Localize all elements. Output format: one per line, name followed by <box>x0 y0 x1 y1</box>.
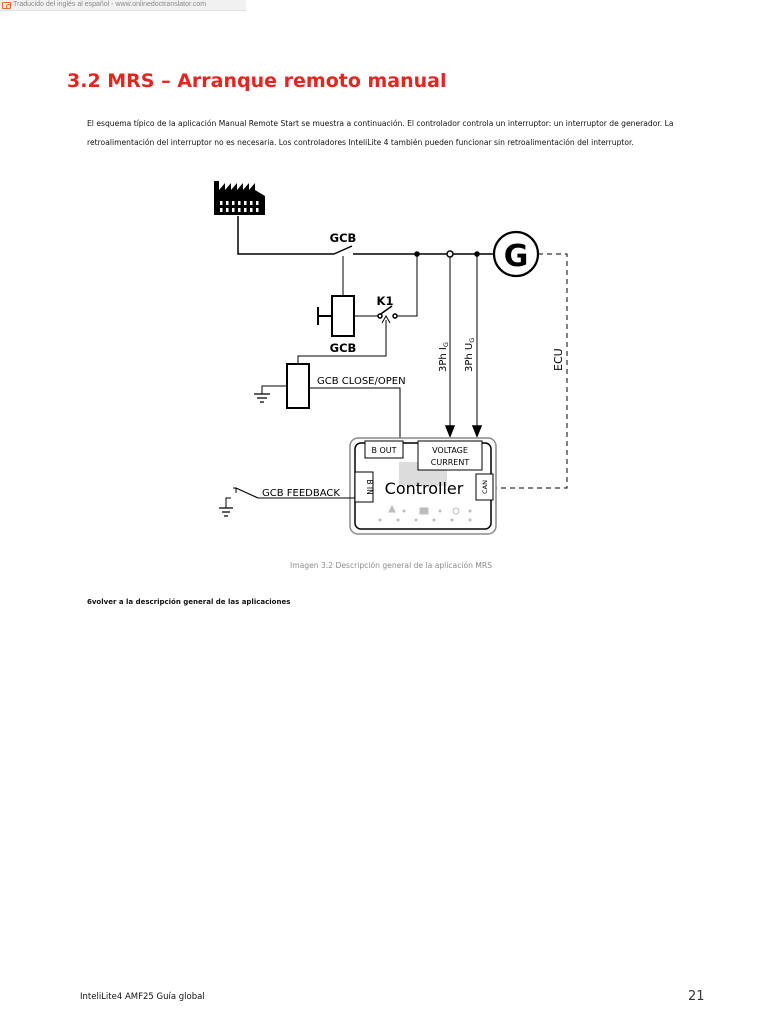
arrow-down-icon <box>444 425 456 439</box>
b-in-label: B IN <box>365 479 374 494</box>
b-out-label: B OUT <box>371 446 396 455</box>
junction-dot <box>474 251 480 257</box>
voltage-label: VOLTAGE <box>432 446 468 455</box>
gcb-coil-icon <box>331 295 355 337</box>
controller-buttons <box>378 504 472 522</box>
ground-icon <box>219 507 233 517</box>
can-terminal <box>475 473 494 501</box>
gcb-feedback-label: GCB FEEDBACK <box>262 488 340 499</box>
ecu-can-line <box>493 253 568 489</box>
arrow-down-icon <box>471 425 483 439</box>
translator-banner-text[interactable]: Traducido del inglés al español - www.on… <box>13 1 207 8</box>
coil-ground-wire <box>261 385 287 394</box>
translator-logo-icon <box>2 1 11 9</box>
voltage-current-terminal <box>417 440 483 471</box>
page-number: 21 <box>688 989 705 1004</box>
k1-relay-coil-icon <box>286 363 310 409</box>
feedback-switch <box>235 487 259 499</box>
k1-label: K1 <box>377 294 394 308</box>
gcb-close-open-label: GCB CLOSE/OPEN <box>317 376 406 387</box>
footer-document-name: InteliLite4 AMF25 Guía global <box>80 992 205 1002</box>
ecu-label: ECU <box>552 348 565 371</box>
translator-banner[interactable]: Traducido del inglés al español - www.on… <box>0 0 246 11</box>
controller-label: Controller <box>385 479 464 498</box>
k1-arrow-icon <box>381 314 391 324</box>
generator-label: G <box>504 239 529 274</box>
close-open-wire <box>309 387 401 442</box>
k1-terminal <box>392 313 398 319</box>
bus-line-left <box>237 216 334 255</box>
b-in-terminal <box>354 471 374 503</box>
mrs-application-diagram: GCB G K1 GCB GCB CLOSE/OPEN 3Ph IG 3Ph U… <box>200 170 590 540</box>
k1-to-bus-wire <box>397 254 418 317</box>
mrs-diagram-svg: GCB G K1 GCB GCB CLOSE/OPEN 3Ph IG 3Ph U… <box>214 181 568 535</box>
factory-load-icon <box>214 181 265 215</box>
back-to-overview-link[interactable]: 6volver a la descripción general de las … <box>87 598 291 606</box>
feedback-ground-wire <box>225 497 231 508</box>
intro-paragraph: El esquema típico de la aplicación Manua… <box>87 118 674 147</box>
current-ig-label: 3Ph IG <box>438 342 450 372</box>
gcb-coil-label: GCB <box>330 341 357 355</box>
k1-terminal <box>377 313 383 319</box>
gcb-label: GCB <box>330 231 357 245</box>
current-label: CURRENT <box>431 458 470 467</box>
section-title: 3.2 MRS – Arranque remoto manual <box>67 70 447 92</box>
gcb-breaker-switch <box>333 245 353 255</box>
current-transformer-icon <box>446 250 454 258</box>
b-out-terminal <box>364 440 404 459</box>
k1-linkage <box>297 320 387 364</box>
feedback-switch-stub <box>233 487 237 493</box>
voltage-ug-label: 3Ph UG <box>464 338 476 372</box>
can-label: CAN <box>481 480 489 494</box>
figure-caption: Imagen 3.2 Descripción general de la apl… <box>289 561 493 570</box>
gcb-coil-handle <box>317 307 332 325</box>
ground-icon <box>254 393 270 403</box>
